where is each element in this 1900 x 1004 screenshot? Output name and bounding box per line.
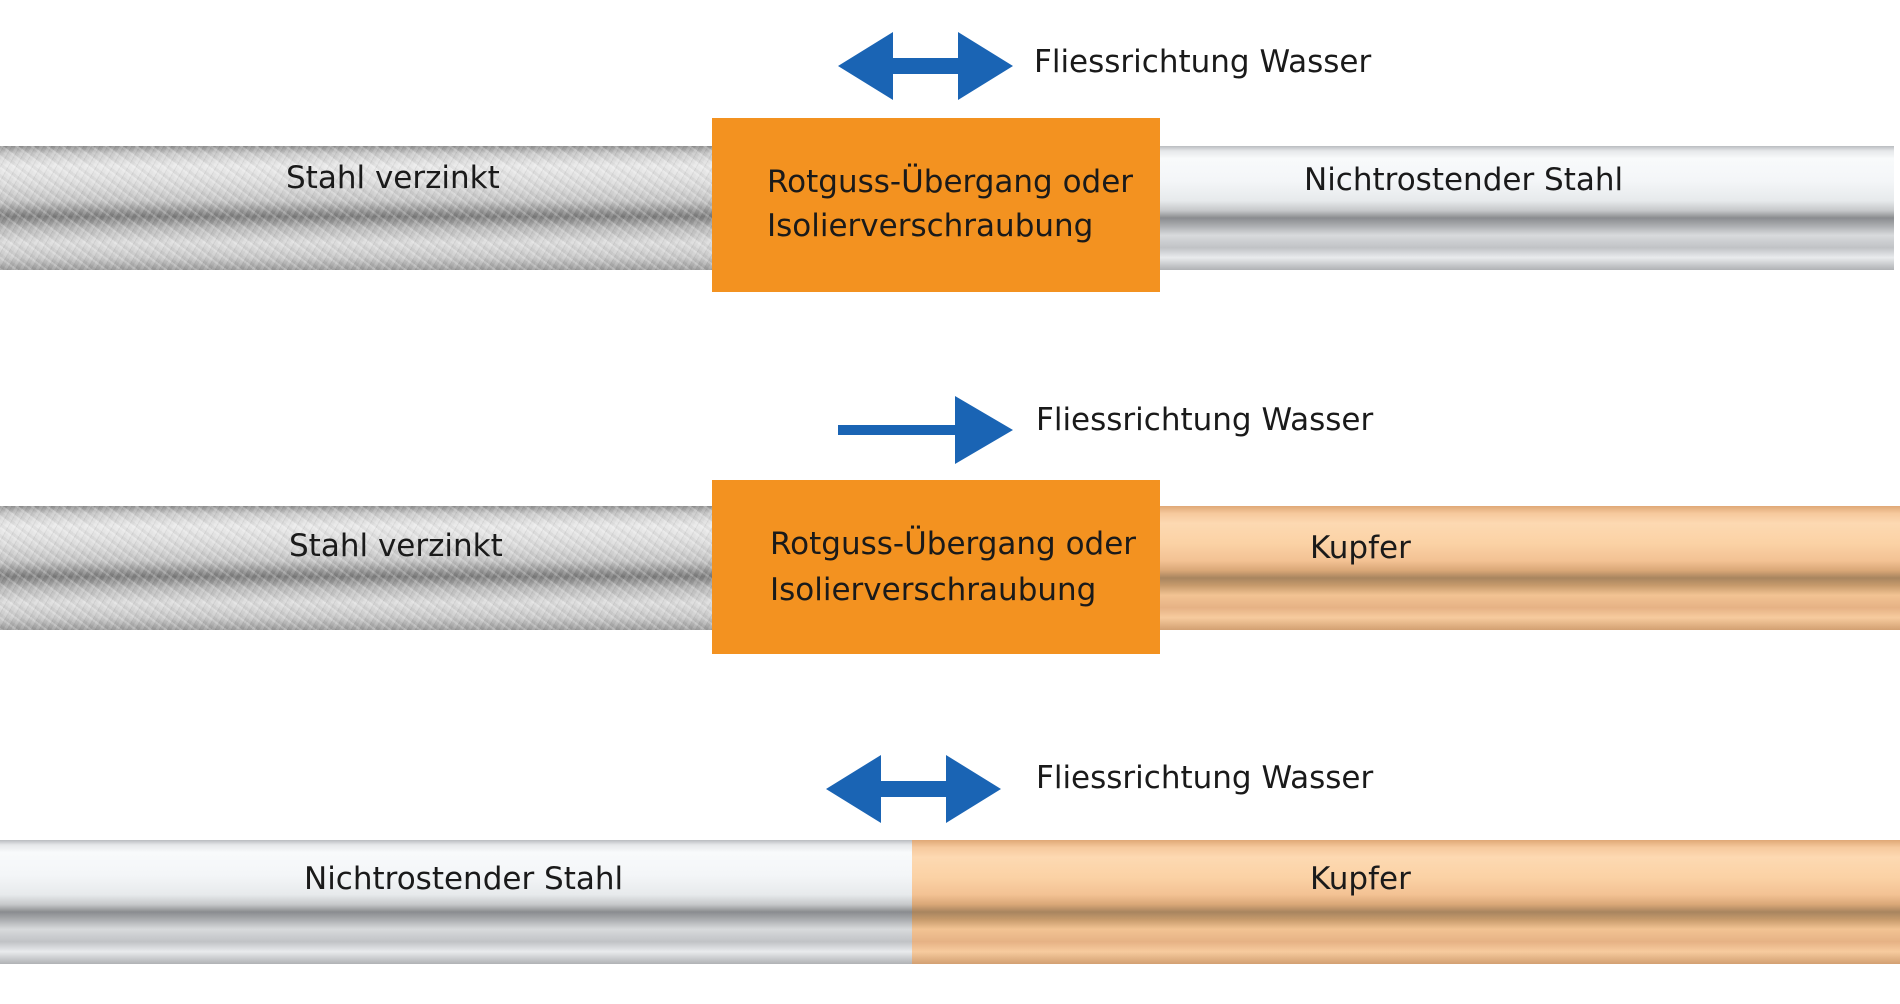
pipe-copper xyxy=(1160,506,1900,630)
double-arrow-icon xyxy=(826,755,1001,823)
pipe-label-right: Kupfer xyxy=(1310,530,1411,566)
pipe-stainless-steel xyxy=(1160,146,1894,270)
pipe-label-right: Kupfer xyxy=(1310,861,1411,897)
fitting-label-line-2: Isolierverschraubung xyxy=(767,208,1094,244)
flow-direction-label: Fliessrichtung Wasser xyxy=(1036,402,1374,438)
fitting-label-line-1: Rotguss-Übergang oder xyxy=(767,164,1134,200)
fitting-label-line-2: Isolierverschraubung xyxy=(770,572,1097,608)
double-arrow-icon xyxy=(838,32,1013,100)
pipe-galvanized-steel xyxy=(0,506,712,630)
right-arrow-shape xyxy=(838,396,1013,464)
flow-direction-label: Fliessrichtung Wasser xyxy=(1034,44,1372,80)
pipe-label-right: Nichtrostender Stahl xyxy=(1304,162,1624,198)
double-arrow-shape xyxy=(838,32,1013,100)
pipe-copper xyxy=(912,840,1900,964)
pipe-stainless-steel xyxy=(0,840,912,964)
pipe-label-left: Nichtrostender Stahl xyxy=(304,861,624,897)
pipe-galvanized-steel xyxy=(0,146,712,270)
right-arrow-icon xyxy=(838,396,1013,464)
fitting-box xyxy=(712,118,1160,292)
pipe-label-left: Stahl verzinkt xyxy=(289,528,503,564)
double-arrow-shape xyxy=(826,755,1001,823)
pipe-label-left: Stahl verzinkt xyxy=(286,160,500,196)
fitting-box xyxy=(712,480,1160,654)
flow-direction-label: Fliessrichtung Wasser xyxy=(1036,760,1374,796)
fitting-label-line-1: Rotguss-Übergang oder xyxy=(770,526,1137,562)
